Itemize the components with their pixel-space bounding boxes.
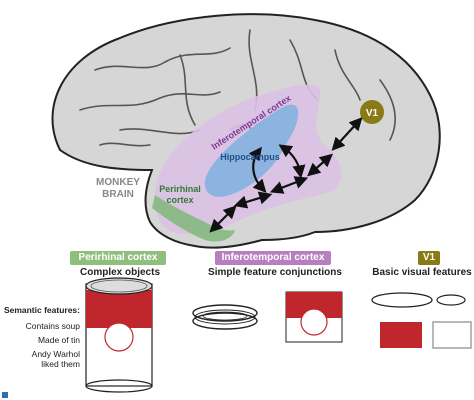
v1-marker-label: V1 [366,108,379,119]
semantic-heading: Semantic features: [3,305,80,315]
v1-red-rect [380,322,422,348]
caption-inferotemporal: Simple feature conjunctions [208,267,342,278]
legend-v1: V1 [418,251,440,265]
can-lid-stack [192,304,258,330]
stream-arrows [209,117,363,233]
semantic-item-warhol-2: liked them [41,359,80,369]
v1-small-ellipse [436,294,466,306]
v1-large-ellipse [371,292,433,308]
perirhinal-label-line1: Perirhinal [159,184,201,194]
hippocampus-label: Hippocampus [220,152,280,162]
caption-perirhinal: Complex objects [79,267,161,278]
semantic-item-tin: Made of tin [37,335,80,345]
corner-mark [2,392,8,398]
semantic-item-warhol-1: Andy Warhol [31,349,80,359]
monkey-label-line2: BRAIN [102,189,134,200]
can-label-fragment [285,291,343,343]
monkey-label-line1: MONKEY [96,177,140,188]
legend-perirhinal: Perirhinal cortex [70,251,166,265]
caption-v1: Basic visual features [372,267,472,278]
legend-inferotemporal: Inferotemporal cortex [215,251,331,265]
v1-marker [360,100,384,124]
v1-outline-rect [432,321,472,349]
semantic-item-soup: Contains soup [25,321,80,331]
perirhinal-label-line2: cortex [166,195,193,205]
soup-can-full [85,277,153,393]
